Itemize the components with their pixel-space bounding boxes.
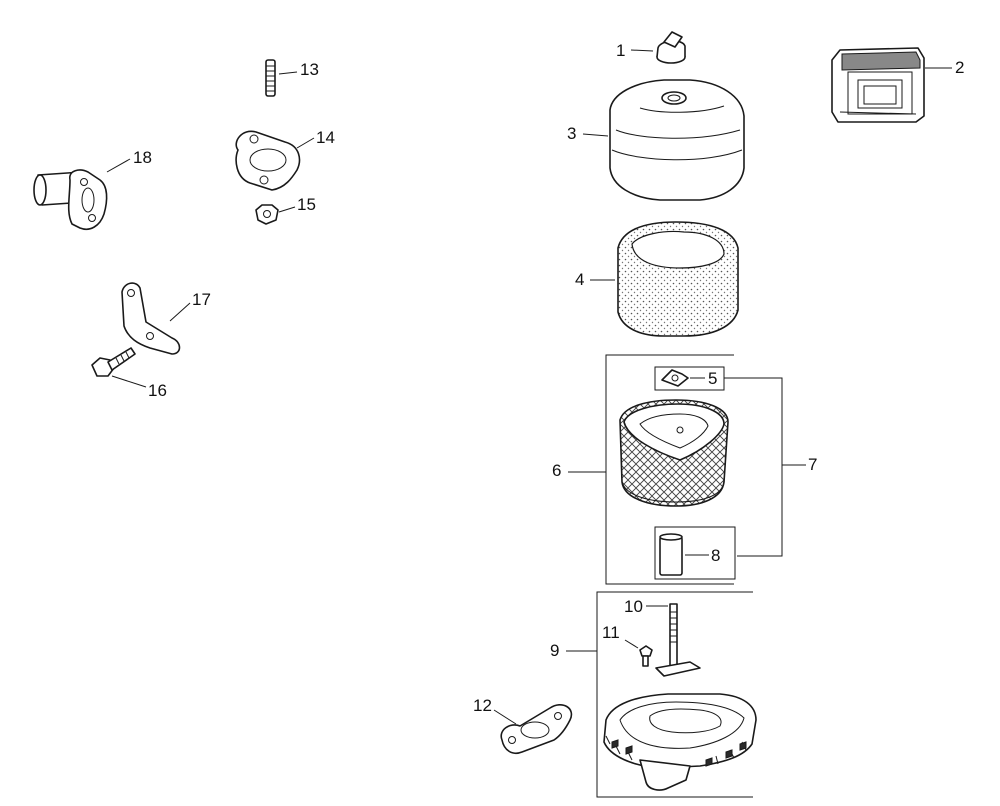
part-8-box bbox=[654, 526, 736, 580]
callout-11: 11 bbox=[602, 623, 620, 642]
callout-6: 6 bbox=[552, 461, 561, 480]
part-12-gasket bbox=[500, 704, 573, 755]
callout-13: 13 bbox=[300, 60, 319, 79]
leader-1 bbox=[630, 49, 654, 52]
part-4-foam-filter bbox=[617, 221, 739, 337]
callout-14: 14 bbox=[316, 128, 335, 147]
callout-16: 16 bbox=[148, 381, 167, 400]
callout-9: 9 bbox=[550, 641, 559, 660]
part-3-cover bbox=[609, 79, 745, 201]
callout-18: 18 bbox=[133, 148, 152, 167]
leader-18 bbox=[106, 158, 131, 173]
leader-12 bbox=[493, 709, 517, 725]
callout-7: 7 bbox=[808, 455, 817, 474]
callout-3: 3 bbox=[567, 124, 576, 143]
leader-13 bbox=[278, 71, 298, 75]
part-1-knob bbox=[656, 31, 686, 64]
callout-8: 8 bbox=[711, 546, 720, 565]
part-8-sleeve bbox=[659, 533, 683, 576]
callout-17: 17 bbox=[192, 290, 211, 309]
part-11-screw bbox=[639, 645, 653, 667]
part-14-gasket bbox=[235, 130, 301, 191]
part-18-tube bbox=[33, 169, 108, 230]
leader-16 bbox=[111, 375, 147, 388]
part-9-base bbox=[603, 693, 757, 791]
callout-5: 5 bbox=[708, 369, 717, 388]
callout-10: 10 bbox=[624, 597, 643, 616]
leader-3 bbox=[582, 133, 609, 137]
callout-15: 15 bbox=[297, 195, 316, 214]
callout-1: 1 bbox=[616, 41, 625, 60]
part-5-wing-nut bbox=[661, 369, 689, 387]
callout-12: 12 bbox=[473, 696, 492, 715]
leader-14 bbox=[296, 137, 315, 149]
kit-outline-box bbox=[605, 354, 734, 585]
callout-4: 4 bbox=[575, 270, 584, 289]
leader-11 bbox=[624, 639, 639, 649]
part-13-stud bbox=[265, 59, 276, 97]
part-16-bolt bbox=[91, 347, 136, 377]
part-2-precleaner bbox=[831, 47, 925, 123]
part-10-long-stud bbox=[655, 603, 701, 677]
kit-7-bracket bbox=[724, 377, 783, 557]
part-17-bracket bbox=[121, 282, 181, 355]
base-outline-box bbox=[596, 591, 753, 798]
leader-15 bbox=[278, 206, 296, 213]
part-6-filter-element bbox=[619, 399, 729, 507]
callout-2: 2 bbox=[955, 58, 964, 77]
part-15-nut bbox=[255, 204, 279, 225]
leader-17 bbox=[169, 302, 191, 322]
